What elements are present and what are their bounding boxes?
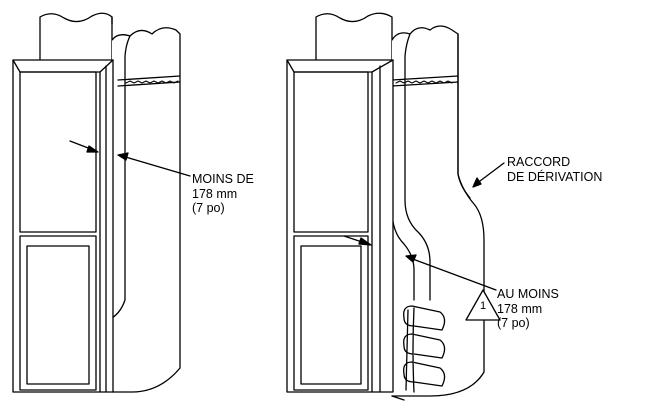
left-clearance-leader xyxy=(122,156,190,176)
left-duct-seam xyxy=(118,76,180,86)
right-arrow-in-head xyxy=(359,238,371,245)
right-flex-coils xyxy=(404,306,445,392)
right-clearance-leader xyxy=(410,258,496,290)
right-lower-door-panel xyxy=(301,246,361,384)
left-lower-door xyxy=(20,236,96,390)
raccord-leader xyxy=(476,163,504,184)
left-clearance-leader-head xyxy=(118,153,128,160)
left-furnace-figure xyxy=(13,13,190,392)
left-cabinet-side-edge xyxy=(100,66,106,392)
left-arrow-in-head xyxy=(87,146,98,152)
right-clearance-line-3: (7 po) xyxy=(497,316,530,330)
right-clearance-line-1: AU MOINS xyxy=(497,287,559,301)
left-plenum xyxy=(40,13,112,60)
warning-marker-number: 1 xyxy=(479,300,487,312)
left-duct-seam-zigzag xyxy=(126,81,178,83)
left-clearance-line-3: (7 po) xyxy=(192,201,225,215)
left-furnace-cabinet xyxy=(13,60,113,392)
right-lower-door xyxy=(294,236,368,390)
raccord-leader-head xyxy=(473,178,481,187)
left-clearance-line-1: MOINS DE xyxy=(192,172,254,186)
right-cabinet-side-edge xyxy=(372,66,380,392)
right-furnace-figure xyxy=(287,13,504,400)
right-bypass-inner xyxy=(405,34,430,300)
bypass-label-line-1: RACCORD xyxy=(507,155,571,169)
right-bottom-break xyxy=(392,396,404,400)
right-clearance-line-2: 178 mm xyxy=(497,301,543,316)
right-furnace-cabinet xyxy=(287,60,393,392)
right-clearance-label: AU MOINS 178 mm (7 po) xyxy=(497,287,559,331)
right-plenum xyxy=(316,13,392,60)
bypass-connection-label: RACCORD DE DÉRIVATION xyxy=(507,155,602,184)
right-duct-seam-zigzag xyxy=(396,81,452,83)
left-clearance-line-2: 178 mm xyxy=(192,186,238,201)
warning-triangle xyxy=(466,290,500,320)
right-clearance-leader-head xyxy=(406,255,416,262)
left-lower-door-panel xyxy=(27,246,89,384)
right-upper-door xyxy=(294,72,368,232)
right-duct-seam xyxy=(392,76,458,86)
right-bypass-outline xyxy=(458,34,470,198)
left-clearance-label: MOINS DE 178 mm (7 po) xyxy=(192,172,254,216)
left-duct-inner-edge xyxy=(112,36,130,318)
left-return-duct xyxy=(112,28,180,392)
bypass-label-line-2: DE DÉRIVATION xyxy=(507,169,603,184)
